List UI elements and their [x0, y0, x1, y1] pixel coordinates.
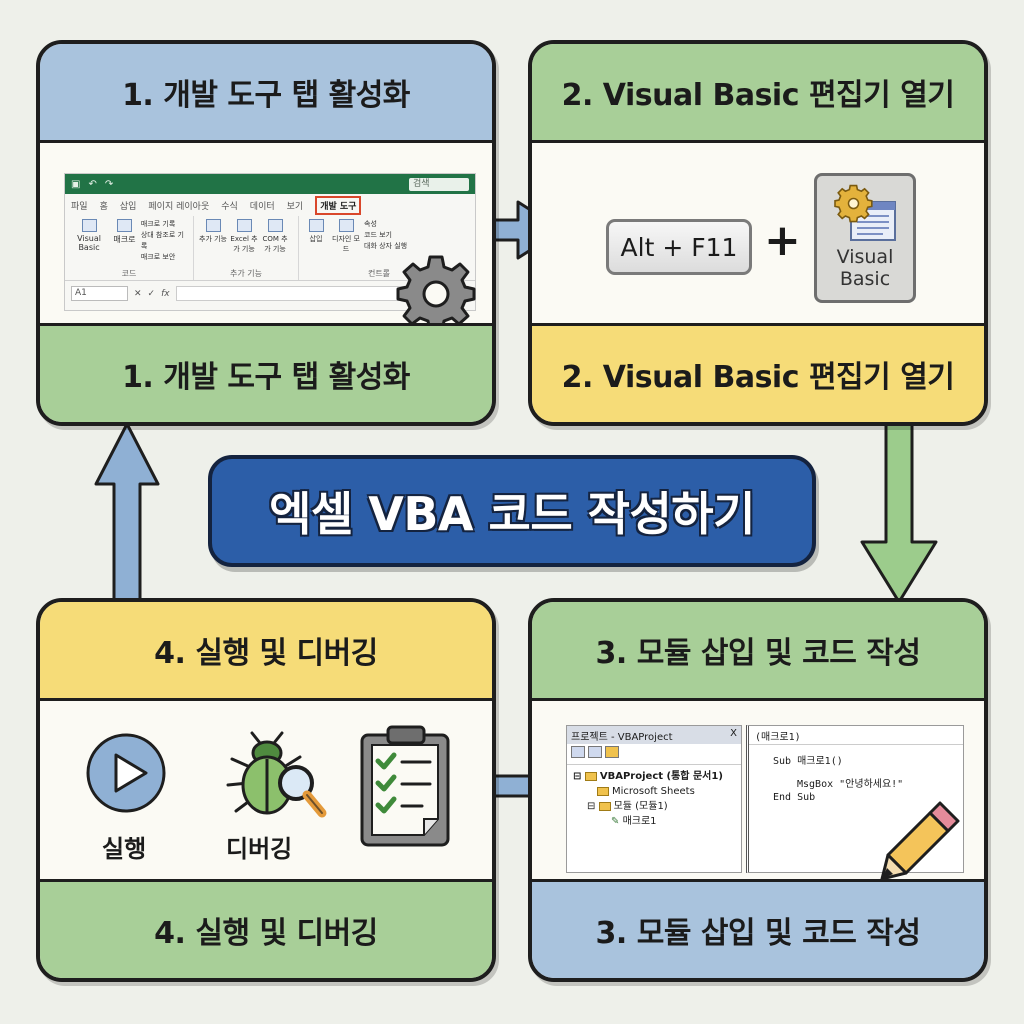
step-4-header: 4. 실행 및 디버깅	[40, 602, 492, 701]
step-4-body: 실행 디버깅	[40, 701, 492, 879]
step-2-card: 2. Visual Basic 편집기 열기 Alt + F11 + Visua…	[528, 40, 988, 426]
code-line-1: Sub 매크로1()	[773, 756, 843, 767]
ribbon-group-addins: 추가 기능 Excel 추가 기능 COM 추가 기능 추가 기능	[194, 216, 299, 280]
play-icon[interactable]	[84, 731, 168, 815]
step-3-card: 3. 모듈 삽입 및 코드 작성 프로젝트 - VBAProject X ⊟ V…	[528, 598, 988, 982]
plus-sign: +	[764, 215, 801, 266]
close-icon[interactable]: X	[730, 728, 737, 739]
ribbon-group-controls: 삽입 디자인 모드 속성 코드 보기 대화 상자 실행 컨트롤	[299, 216, 459, 280]
save-icon: ▣	[71, 178, 81, 190]
step-3-body: 프로젝트 - VBAProject X ⊟ VBAProject (통합 문서1…	[532, 701, 984, 881]
tree-node-module[interactable]: ✎ 매크로1	[611, 816, 657, 827]
project-toolbar	[567, 744, 741, 765]
name-box[interactable]: A1	[71, 286, 128, 301]
step-4-card: 4. 실행 및 디버깅 실행 디버깅	[36, 598, 496, 982]
tree-node-sheets[interactable]: Microsoft Sheets	[571, 784, 737, 799]
step-4-footer: 4. 실행 및 디버깅	[40, 879, 492, 978]
excel-addins-button[interactable]: Excel 추가 기능	[230, 219, 258, 254]
visual-basic-icon-label: Visual Basic	[836, 246, 894, 290]
gear-icon	[396, 255, 476, 333]
step-1-header: 1. 개발 도구 탭 활성화	[40, 44, 492, 143]
properties-button[interactable]: 속성	[364, 220, 377, 228]
center-title: 엑셀 VBA 코드 작성하기	[269, 487, 755, 541]
excel-ribbon: ▣ ↶ ↷ 검색 파일 홈 삽입 페이지 레이아웃 수식 데이터 보기 개발 도…	[64, 173, 476, 311]
project-explorer: 프로젝트 - VBAProject X ⊟ VBAProject (통합 문서1…	[566, 725, 742, 873]
tab-home[interactable]: 홈	[99, 201, 108, 212]
tab-formulas[interactable]: 수식	[221, 201, 238, 212]
shortcut-key: Alt + F11	[606, 219, 752, 275]
group-addins-label: 추가 기능	[230, 269, 262, 278]
visual-basic-button[interactable]: Visual Basic	[70, 219, 108, 263]
tab-developer[interactable]: 개발 도구	[315, 195, 362, 215]
toggle-folders-icon[interactable]	[605, 746, 619, 758]
design-mode-button[interactable]: 디자인 모드	[331, 219, 361, 254]
code-line-2: MsgBox "안녕하세요!"	[797, 779, 904, 790]
arrow-step2-to-step3	[860, 422, 938, 604]
step-1-card: 1. 개발 도구 탭 활성화 ▣ ↶ ↷ 검색 파일 홈 삽입 페이지 레이아웃…	[36, 40, 496, 426]
folder-icon	[584, 771, 597, 781]
module-icon: ✎	[611, 816, 620, 827]
cancel-icon: ✕	[134, 288, 142, 299]
ribbon-groups: Visual Basic 매크로 매크로 기록 상대 참조로 기록 매크로 보안…	[65, 216, 475, 281]
run-label: 실행	[102, 835, 147, 863]
debug-label: 디버깅	[226, 835, 293, 863]
center-title-banner: 엑셀 VBA 코드 작성하기	[208, 455, 816, 567]
step-1-body: ▣ ↶ ↷ 검색 파일 홈 삽입 페이지 레이아웃 수식 데이터 보기 개발 도…	[40, 143, 492, 333]
tab-file[interactable]: 파일	[71, 201, 88, 212]
bug-icon	[226, 731, 327, 818]
view-code-button[interactable]: 코드 보기	[364, 231, 392, 239]
com-addins-button[interactable]: COM 추가 기능	[261, 219, 289, 254]
folder-icon	[598, 801, 611, 811]
tab-view[interactable]: 보기	[286, 201, 304, 212]
code-line-3: End Sub	[773, 792, 816, 803]
tab-data[interactable]: 데이터	[249, 201, 275, 212]
ribbon-tabs: 파일 홈 삽입 페이지 레이아웃 수식 데이터 보기 개발 도구	[65, 194, 475, 216]
ribbon-title-bar: ▣ ↶ ↷ 검색	[65, 174, 475, 194]
run-dialog-button[interactable]: 대화 상자 실행	[364, 242, 408, 250]
macro-security-button[interactable]: 매크로 보안	[140, 253, 176, 261]
group-controls-label: 컨트롤	[367, 269, 391, 278]
step-2-body: Alt + F11 + Visual Basic	[532, 143, 984, 323]
tab-insert[interactable]: 삽입	[119, 201, 137, 212]
vb-window-icon	[834, 184, 896, 241]
visual-basic-icon[interactable]: Visual Basic	[814, 173, 916, 303]
step-2-footer: 2. Visual Basic 편집기 열기	[532, 323, 984, 422]
view-code-icon[interactable]	[571, 746, 585, 758]
step-3-footer: 3. 모듈 삽입 및 코드 작성	[532, 879, 984, 978]
formula-bar: A1 ✕ ✓ fx	[65, 281, 475, 306]
addins-button[interactable]: 추가 기능	[199, 219, 227, 254]
project-tree: ⊟ VBAProject (통합 문서1) Microsoft Sheets ⊟…	[567, 765, 741, 833]
tree-node-module-folder[interactable]: ⊟ 모듈 (모듈1)	[587, 801, 668, 812]
arrow-step4-to-step1	[94, 422, 160, 604]
tab-page-layout[interactable]: 페이지 레이아웃	[148, 201, 210, 212]
macros-button[interactable]: 매크로	[112, 219, 137, 263]
enter-icon: ✓	[147, 288, 156, 299]
project-explorer-title: 프로젝트 - VBAProject X	[567, 726, 741, 744]
step-2-header: 2. Visual Basic 편집기 열기	[532, 44, 984, 143]
ribbon-group-code: Visual Basic 매크로 매크로 기록 상대 참조로 기록 매크로 보안…	[65, 216, 194, 280]
clipboard-checklist-icon	[360, 725, 450, 847]
relative-ref-button[interactable]: 상대 참조로 기록	[140, 231, 184, 250]
folder-icon	[597, 786, 609, 796]
fx-label: fx	[161, 288, 170, 299]
ribbon-search[interactable]: 검색	[409, 177, 469, 191]
record-macro-button[interactable]: 매크로 기록	[140, 220, 176, 228]
pencil-icon	[880, 801, 960, 881]
undo-icon: ↶	[88, 178, 97, 190]
redo-icon: ↷	[104, 178, 114, 190]
insert-control-button[interactable]: 삽입	[304, 219, 328, 254]
step-1-footer: 1. 개발 도구 탭 활성화	[40, 323, 492, 422]
step-3-header: 3. 모듈 삽입 및 코드 작성	[532, 602, 984, 701]
group-code-label: 코드	[121, 269, 137, 278]
view-object-icon[interactable]	[588, 746, 602, 758]
tree-node-project[interactable]: ⊟ VBAProject (통합 문서1)	[573, 771, 723, 782]
code-window-title: (매크로1)	[749, 726, 963, 745]
